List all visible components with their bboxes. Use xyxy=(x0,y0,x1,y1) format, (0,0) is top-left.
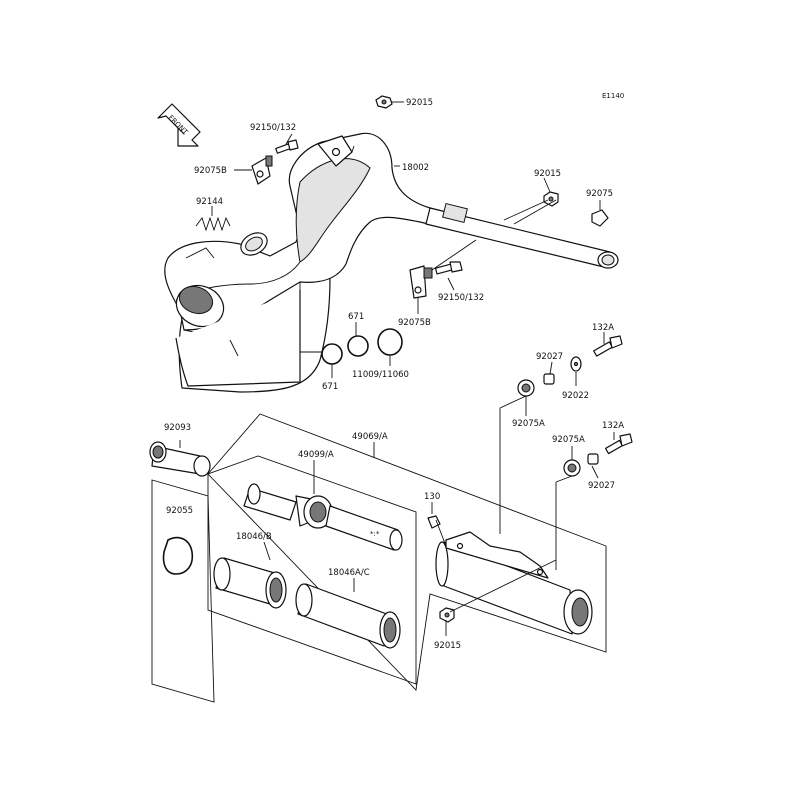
label-92093: 92093 xyxy=(164,423,191,433)
label-132a-upper: 132A xyxy=(592,323,614,333)
packing-18046ac xyxy=(295,583,401,649)
bolt-92150-132-top xyxy=(275,139,299,154)
label-130: 130 xyxy=(424,492,440,502)
grommet-92075a-upper xyxy=(517,379,535,397)
label-49069a: 49069/A xyxy=(352,432,388,442)
label-92022: 92022 xyxy=(562,391,589,401)
o-ring-671-upper xyxy=(347,335,369,357)
label-92075b-top: 92075B xyxy=(194,166,227,176)
label-92075a-lower: 92075A xyxy=(552,435,585,445)
bracket-92075b-top xyxy=(251,155,273,185)
label-49099a: 49099/A xyxy=(298,450,334,460)
label-92027-upper: 92027 xyxy=(536,352,563,362)
nut-92015-bottom xyxy=(439,607,455,623)
label-132a-lower: 132A xyxy=(602,421,624,431)
leader-lines xyxy=(179,101,615,636)
cap-92075 xyxy=(591,209,609,227)
label-11009-11060: 11009/11060 xyxy=(352,370,409,380)
perforation-mark: *:* xyxy=(370,530,380,538)
label-18002: 18002 xyxy=(402,163,429,173)
collar-92027-upper xyxy=(543,373,555,385)
screw-130 xyxy=(427,515,441,529)
label-18046ac: 18046A/C xyxy=(328,568,370,578)
label-92027-lower: 92027 xyxy=(588,481,615,491)
gasket-92055 xyxy=(151,479,215,703)
joint-pipe-92093 xyxy=(149,441,211,477)
grommet-92075a-lower xyxy=(563,459,581,477)
expansion-chamber-18002 xyxy=(164,132,619,393)
packing-18046b xyxy=(213,557,287,609)
label-92075b-mid: 92075B xyxy=(398,318,431,328)
label-92150-132-top: 92150/132 xyxy=(250,123,296,133)
nut-92015-top xyxy=(375,95,393,109)
bolt-132a-upper xyxy=(593,335,623,357)
label-671-lower: 671 xyxy=(322,382,338,392)
label-671-upper: 671 xyxy=(348,312,364,322)
label-92075: 92075 xyxy=(586,189,613,199)
label-92150-132-mid: 92150/132 xyxy=(438,293,484,303)
silencer-core-49099a: *:* xyxy=(243,483,403,551)
washer-92022 xyxy=(570,356,582,372)
collar-92027-lower xyxy=(587,453,599,465)
group-box-49099a xyxy=(207,455,417,685)
label-92015-top: 92015 xyxy=(406,98,433,108)
label-92055: 92055 xyxy=(166,506,193,516)
label-92144: 92144 xyxy=(196,197,223,207)
spring-92144 xyxy=(195,216,231,232)
bolt-132a-lower xyxy=(604,433,633,455)
bolt-92150-132-mid xyxy=(434,261,463,275)
group-box-49069a xyxy=(207,413,607,691)
front-arrow-icon: FRONT xyxy=(157,103,201,147)
silencer-body xyxy=(435,531,593,635)
label-92015-bottom: 92015 xyxy=(434,641,461,651)
bracket-92075b-mid xyxy=(409,265,433,299)
nut-92015-right xyxy=(543,191,559,207)
o-ring-671-lower xyxy=(321,343,343,365)
gasket-11009-11060 xyxy=(377,328,403,356)
diagram-code: E1140 xyxy=(602,92,624,100)
label-18046b: 18046/B xyxy=(236,532,272,542)
label-92075a-upper: 92075A xyxy=(512,419,545,429)
label-92015-right: 92015 xyxy=(534,169,561,179)
